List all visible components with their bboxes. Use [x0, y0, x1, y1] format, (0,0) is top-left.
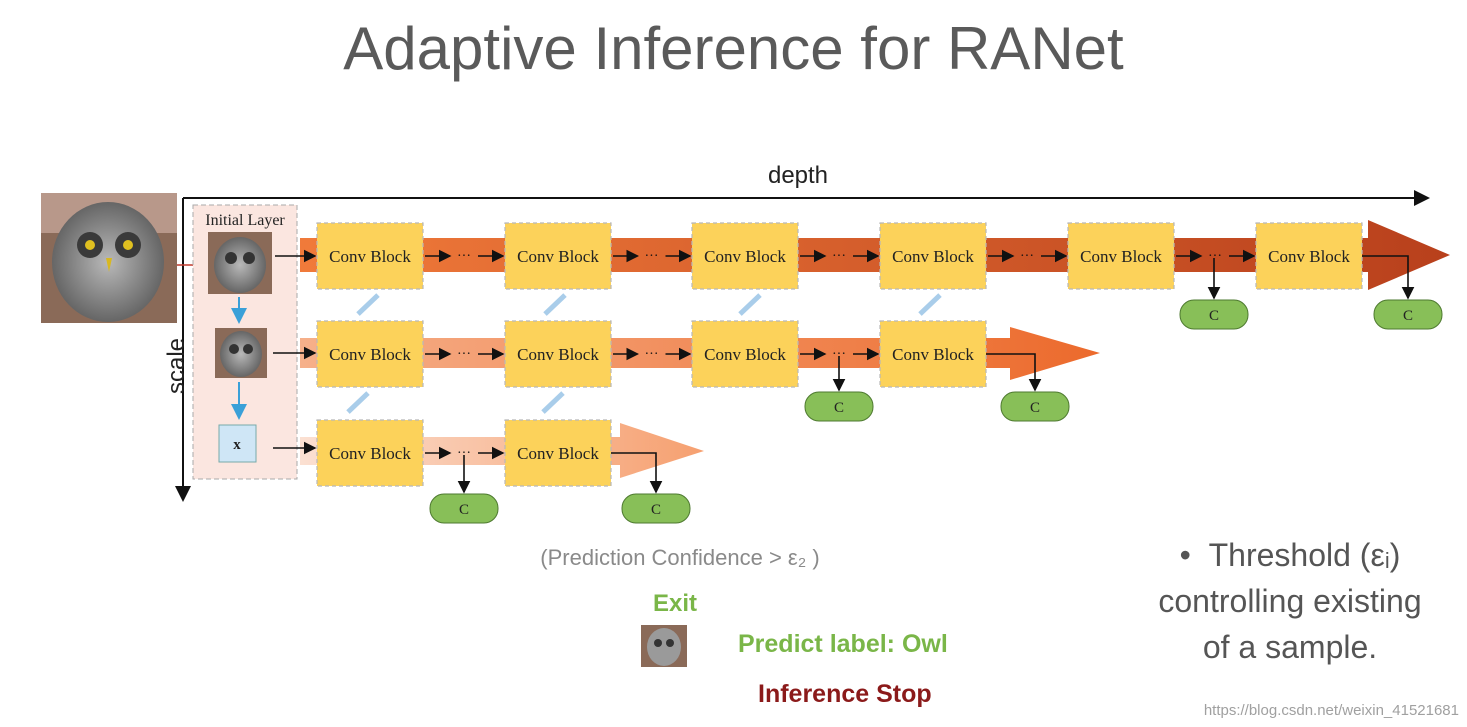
conv-block: Conv Block: [504, 419, 612, 487]
ellipsis: ···: [832, 347, 846, 362]
conv-block: Conv Block: [316, 222, 424, 290]
conv-block-label: Conv Block: [517, 247, 599, 266]
conv-block-box: [316, 419, 424, 487]
conv-block-label: Conv Block: [517, 345, 599, 364]
conv-block-box: [691, 320, 799, 388]
x-input-box: x: [218, 424, 257, 463]
predict-label: Predict label: Owl: [738, 630, 948, 658]
classifier-label: C: [834, 400, 844, 416]
watermark: https://blog.csdn.net/weixin_41521681: [1203, 702, 1459, 719]
conv-block-label: Conv Block: [1080, 247, 1162, 266]
conv-block: Conv Block: [1067, 222, 1175, 290]
initial-layer-panel: Initial Layer x: [192, 204, 298, 480]
threshold-line1: • Threshold (εᵢ): [1130, 532, 1450, 578]
threshold-note: • Threshold (εᵢ) controlling existing of…: [1130, 532, 1450, 670]
classifier-pill: [1179, 299, 1249, 330]
ellipsis: ···: [1208, 249, 1222, 264]
conv-block: Conv Block: [504, 320, 612, 388]
scale-transfer-arrows: [346, 293, 942, 414]
conv-block-box: [316, 320, 424, 388]
depth-axis-label: depth: [768, 162, 828, 189]
inference-stop-label: Inference Stop: [758, 680, 932, 708]
slide-title: Adaptive Inference for RANet: [343, 15, 1124, 82]
conv-block-label: Conv Block: [329, 247, 411, 266]
classifier: C: [804, 391, 874, 422]
owl-thumbnail-medium: [215, 328, 267, 378]
classifier-arrow: [1362, 255, 1415, 300]
input-owl-image: [41, 193, 177, 323]
conv-block: Conv Block: [879, 320, 987, 388]
conv-block-label: Conv Block: [892, 345, 974, 364]
conv-block-box: [879, 320, 987, 388]
bullet: •: [1179, 537, 1191, 573]
conv-block-label: Conv Block: [1268, 247, 1350, 266]
classifier: C: [621, 493, 691, 524]
owl-thumbnail-large: [208, 232, 272, 294]
conv-block-box: [1255, 222, 1363, 290]
classifier-label: C: [1209, 308, 1219, 324]
threshold-line3: of a sample.: [1202, 629, 1378, 665]
x-symbol: x: [233, 437, 241, 453]
ellipsis: ···: [457, 347, 471, 362]
conv-block-label: Conv Block: [892, 247, 974, 266]
classifier-label: C: [459, 502, 469, 518]
threshold-line1-text: Threshold (εᵢ): [1208, 537, 1401, 573]
initial-layer-label: Initial Layer: [205, 212, 285, 229]
classifier-pill: [1373, 299, 1443, 330]
conv-block-label: Conv Block: [704, 345, 786, 364]
classifier-arrow: [986, 353, 1042, 392]
conv-block-box: [879, 222, 987, 290]
conv-block-label: Conv Block: [329, 345, 411, 364]
conv-block: Conv Block: [879, 222, 987, 290]
conv-block-label: Conv Block: [329, 444, 411, 463]
conv-block-box: [1067, 222, 1175, 290]
conv-block: Conv Block: [1255, 222, 1363, 290]
conv-block-box: [504, 320, 612, 388]
conv-block: Conv Block: [691, 320, 799, 388]
classifier-arrow: [611, 452, 663, 494]
ellipsis: ···: [1020, 249, 1034, 264]
classifier: C: [1000, 391, 1070, 422]
ellipsis: ···: [457, 249, 471, 264]
conv-block-box: [504, 419, 612, 487]
conv-block: Conv Block: [691, 222, 799, 290]
conv-block-label: Conv Block: [704, 247, 786, 266]
conv-block-label: Conv Block: [517, 444, 599, 463]
exit-label: Exit: [652, 590, 697, 617]
classifier-label: C: [1030, 400, 1040, 416]
ellipsis: ···: [645, 249, 659, 264]
classifier-pill: [1000, 391, 1070, 422]
classifier-pill: [429, 493, 499, 524]
classifier: C: [1373, 299, 1443, 330]
classifier-label: C: [651, 502, 661, 518]
depth-axis: depth scale: [163, 162, 1430, 502]
conv-block: Conv Block: [504, 222, 612, 290]
ellipsis: ···: [457, 446, 471, 461]
ellipsis: ···: [832, 249, 846, 264]
conv-block: Conv Block: [316, 419, 424, 487]
conv-block-box: [316, 222, 424, 290]
classifier: C: [429, 493, 499, 524]
ellipsis: ···: [645, 347, 659, 362]
threshold-line2: controlling existing: [1158, 583, 1422, 619]
conv-block-box: [691, 222, 799, 290]
connectors: ··· ··· ··· ··· ··· ··· ··· ··· ···: [273, 249, 1415, 494]
classifier-label: C: [1403, 308, 1413, 324]
classifier-pill: [804, 391, 874, 422]
conv-block: Conv Block: [316, 320, 424, 388]
scale-axis-label: scale: [163, 338, 190, 394]
classifier: C: [1179, 299, 1249, 330]
output-owl-thumbnail: [641, 625, 687, 667]
classifiers: C C C C C C: [429, 299, 1443, 524]
conv-block-box: [504, 222, 612, 290]
prediction-confidence-text: (Prediction Confidence > ε₂ ): [540, 545, 820, 570]
classifier-pill: [621, 493, 691, 524]
